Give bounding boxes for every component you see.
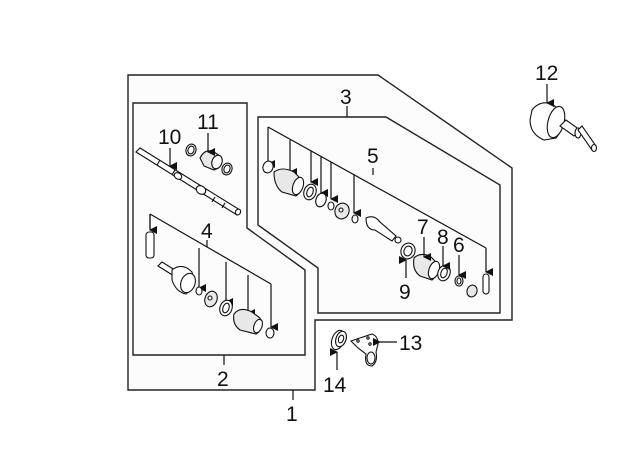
part-11-bearing bbox=[185, 143, 233, 176]
callout-9: 9 bbox=[399, 281, 411, 304]
callout-3: 3 bbox=[340, 86, 352, 109]
part-6-clamp bbox=[454, 275, 478, 298]
callout-8: 8 bbox=[437, 226, 449, 249]
part-5-cv-joint-kit bbox=[262, 160, 490, 295]
callout-7: 7 bbox=[417, 216, 429, 239]
part-14-bearing bbox=[330, 329, 347, 351]
part-4-cv-joint-kit bbox=[145, 231, 275, 339]
callout-11: 11 bbox=[197, 111, 219, 134]
callout-12: 12 bbox=[535, 62, 558, 85]
part-13-bracket bbox=[349, 333, 379, 367]
callout-4: 4 bbox=[201, 220, 213, 243]
callout-10: 10 bbox=[158, 126, 181, 149]
callout-13: 13 bbox=[399, 332, 422, 355]
part-9-seal bbox=[400, 242, 416, 260]
callout-14: 14 bbox=[323, 374, 347, 397]
callout-2: 2 bbox=[217, 368, 229, 391]
callout-6: 6 bbox=[453, 234, 465, 257]
part-12-cv-joint bbox=[529, 102, 598, 153]
bracket-5 bbox=[267, 126, 487, 249]
part-7-boot bbox=[413, 253, 441, 281]
part-10-shaft bbox=[135, 147, 242, 216]
callout-1: 1 bbox=[286, 403, 298, 426]
callout-5: 5 bbox=[367, 145, 379, 168]
